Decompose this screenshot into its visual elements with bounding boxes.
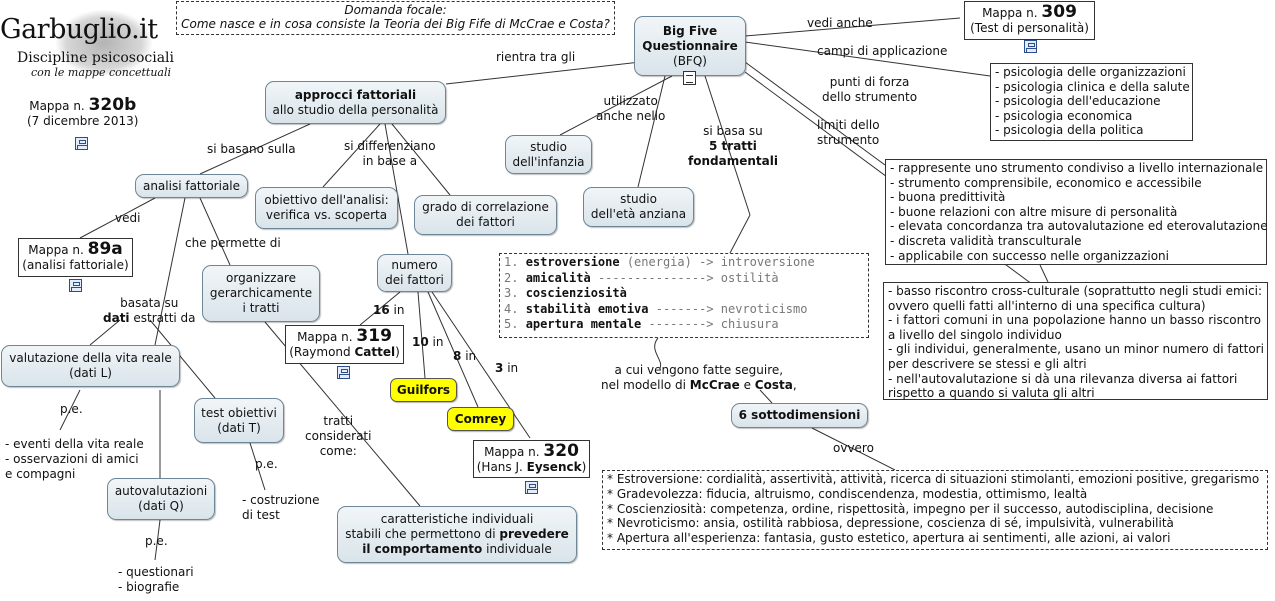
label-ovvero: ovvero xyxy=(833,441,874,455)
ref-map-309[interactable]: Mappa n. 309 (Test di personalità) xyxy=(964,1,1095,40)
vita-reale-examples: - eventi della vita reale- osservazioni … xyxy=(5,437,144,481)
map-number-label: Mappa n. 320b (7 dicembre 2013) xyxy=(27,95,139,129)
site-tagline: con le mappe concettuali xyxy=(31,66,172,79)
ref-map-89a[interactable]: Mappa n. 89a (analisi fattoriale) xyxy=(18,238,133,277)
comrey-node[interactable]: Comrey xyxy=(447,407,514,431)
analisi-fattoriale-node[interactable]: analisi fattoriale xyxy=(135,174,248,198)
sottodimensioni-node[interactable]: 6 sottodimensioni xyxy=(731,403,868,428)
label-a-cui-vengono: a cui vengono fatte seguire, nel modello… xyxy=(601,363,797,392)
label-vedi-anche: vedi anche xyxy=(807,16,873,30)
limiti-list: - basso riscontro cross-culturale (sopra… xyxy=(883,282,1268,400)
label-basata-su: basata su dati estratti da xyxy=(103,296,196,325)
test-obiettivi-node[interactable]: test obiettivi(dati T) xyxy=(194,398,284,443)
valutazione-vita-reale-node[interactable]: valutazione della vita reale(dati L) xyxy=(1,345,180,387)
label-pe-3: p.e. xyxy=(145,534,168,548)
label-8-in: 8 in xyxy=(453,349,477,363)
map-date: (7 dicembre 2013) xyxy=(27,114,139,128)
label-16-in: 16 in xyxy=(373,303,405,317)
label-campi: campi di applicazione xyxy=(817,44,948,58)
guilfors-node[interactable]: Guilfors xyxy=(390,378,457,402)
site-subtitle: Discipline psicosociali xyxy=(17,50,175,66)
label-rientra: rientra tra gli xyxy=(496,50,576,64)
autovalutazioni-node[interactable]: autovalutazioni(dati Q) xyxy=(107,478,215,520)
punti-forza-list: - rappresente uno strumento condiviso a … xyxy=(885,159,1268,265)
sottodimensioni-list: * Estroversione: cordialità, assertività… xyxy=(602,470,1268,550)
label-che-permette: che permette di xyxy=(185,236,281,250)
cinque-tratti-box: 1. estroversione (energia) -> introversi… xyxy=(499,253,869,338)
label-vedi: vedi xyxy=(115,211,141,225)
ref-map-319[interactable]: Mappa n. 319 (Raymond Cattel) xyxy=(285,325,404,364)
site-logo[interactable]: Garbuglio.it xyxy=(0,14,158,45)
label-si-basa-su: si basa su 5 tratti fondamentali xyxy=(688,124,778,168)
label-pe-2: p.e. xyxy=(255,457,278,471)
caratteristiche-individuali-node[interactable]: caratteristiche individuali stabili che … xyxy=(337,506,577,563)
map-link-icon[interactable] xyxy=(525,481,538,494)
logo-blob xyxy=(56,10,152,76)
map-link-icon[interactable] xyxy=(75,137,88,150)
note-icon[interactable] xyxy=(683,71,696,85)
label-si-basano: si basano sulla xyxy=(207,142,296,156)
approcci-fattoriali-node[interactable]: approcci fattoriali allo studio della pe… xyxy=(265,81,446,124)
map-link-icon[interactable] xyxy=(337,366,350,379)
label-10-in: 10 in xyxy=(412,335,444,349)
label-3-in: 3 in xyxy=(495,361,519,375)
focal-question: Domanda focale: Come nasce e in cosa con… xyxy=(176,1,615,35)
map-link-icon[interactable] xyxy=(69,279,82,292)
autovalutazioni-examples: - questionari- biografie xyxy=(118,565,194,594)
label-pe-1: p.e. xyxy=(60,402,83,416)
campi-applicazione-list: - psicologia delle organizzazioni- psico… xyxy=(990,63,1193,141)
obiettivo-analisi-node[interactable]: obiettivo dell'analisi:verifica vs. scop… xyxy=(255,187,398,229)
map-link-icon[interactable] xyxy=(1024,40,1037,53)
bfq-node[interactable]: Big Five Questionnaire (BFQ) xyxy=(634,16,746,76)
ref-map-320[interactable]: Mappa n. 320 (Hans J. Eysenck) xyxy=(473,440,590,478)
